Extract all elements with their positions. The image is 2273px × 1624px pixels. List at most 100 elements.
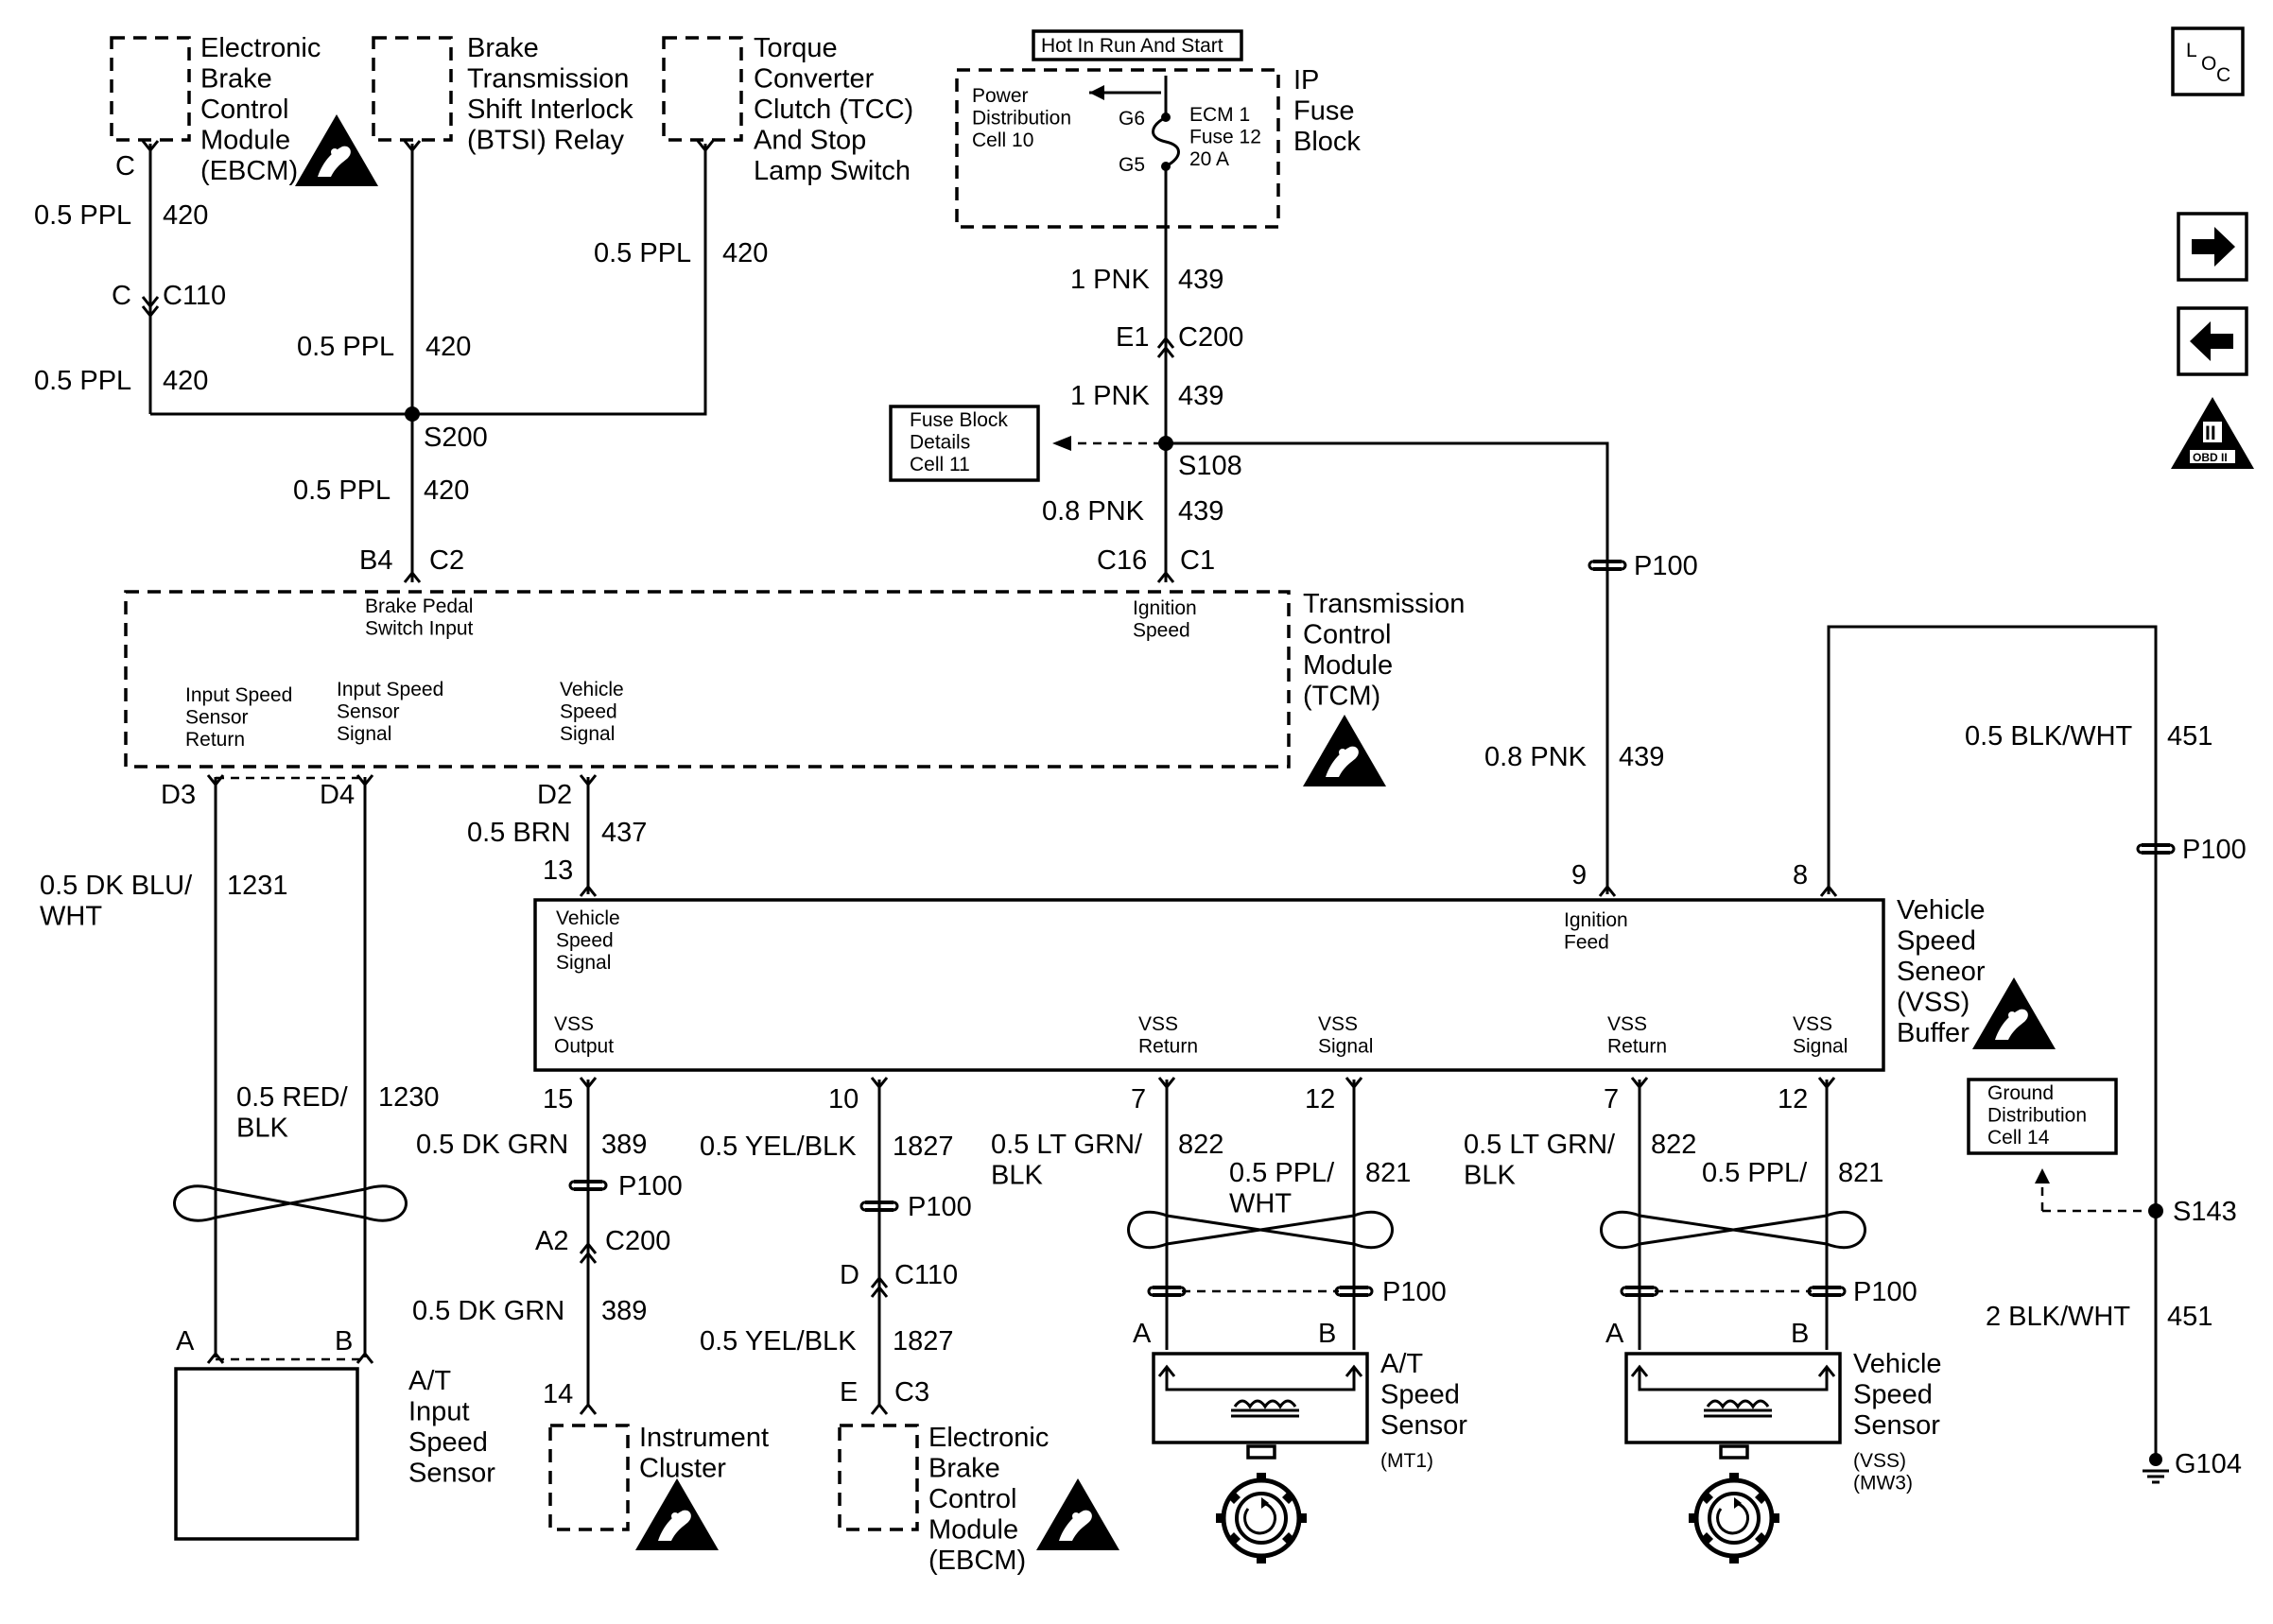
- wire-yelblk-b: 0.5 YEL/BLK: [700, 1326, 857, 1356]
- at-speed-code: (MT1): [1380, 1450, 1433, 1472]
- wire-08pnk-b: 0.8 PNK: [1484, 742, 1588, 772]
- c110-label: C110: [163, 281, 226, 311]
- wire-437: 437: [601, 818, 647, 848]
- pin-a-at: A: [1133, 1319, 1152, 1349]
- pin15-label: 15: [543, 1084, 573, 1114]
- wire-ppl-a: 0.5 PPL: [34, 200, 131, 231]
- wire-pplwht: 0.5 PPL/WHT: [1229, 1158, 1335, 1219]
- c3-label: C3: [894, 1377, 929, 1408]
- vss-sensor-code: (VSS)(MW3): [1853, 1450, 1913, 1494]
- wire-821-b: 821: [1838, 1158, 1883, 1188]
- pin9-label: 9: [1571, 860, 1587, 890]
- g6-label: G6: [1119, 108, 1145, 130]
- arrow-left-icon: [2190, 321, 2233, 361]
- wire-420-d: 420: [425, 332, 471, 362]
- e-label: E: [840, 1377, 858, 1408]
- wire-1231: 1231: [227, 871, 288, 901]
- g104-label: G104: [2175, 1449, 2242, 1479]
- s108-label: S108: [1178, 451, 1242, 481]
- wire-420-e: 420: [424, 475, 469, 506]
- wire-ppl-e: 0.5 PPL: [293, 475, 390, 506]
- s143-label: S143: [2173, 1197, 2237, 1227]
- pin10-label: 10: [828, 1084, 859, 1114]
- wire-1827-b: 1827: [893, 1326, 954, 1356]
- p100-label-c: P100: [618, 1171, 683, 1201]
- wire-ltgrn-b: 0.5 LT GRN/BLK: [1464, 1130, 1616, 1191]
- c200-label-b: C200: [605, 1226, 670, 1256]
- pin-b-vss: B: [1791, 1319, 1809, 1349]
- pin-b-at: B: [1318, 1319, 1336, 1349]
- d3-label: D3: [161, 780, 196, 810]
- a2-label: A2: [535, 1226, 568, 1256]
- pin7-label-b: 7: [1604, 1084, 1619, 1114]
- loc-icon[interactable]: L O C: [2171, 26, 2245, 96]
- b4-label: B4: [359, 545, 392, 576]
- arrow-right-icon: [2192, 227, 2235, 267]
- pin-a-input: A: [176, 1326, 195, 1356]
- d-label: D: [840, 1260, 859, 1290]
- wire-822-b: 822: [1651, 1130, 1696, 1160]
- pin12-label-a: 12: [1305, 1084, 1335, 1114]
- wire-451-b: 451: [2167, 1302, 2212, 1332]
- wire-blkwht-05: 0.5 BLK/WHT: [1965, 721, 2133, 752]
- c110-label-b: C110: [894, 1260, 958, 1290]
- c2-label: C2: [429, 545, 464, 576]
- wire-redblk: 0.5 RED/BLK: [236, 1082, 349, 1144]
- wire-08pnk-a: 0.8 PNK: [1042, 496, 1145, 527]
- d4-label: D4: [320, 780, 355, 810]
- p100-label-a: P100: [1634, 551, 1698, 581]
- wire-439-a: 439: [1178, 265, 1223, 295]
- esd-sensitive-icon: [1303, 715, 1386, 786]
- p100-label-f: P100: [1853, 1277, 1917, 1307]
- wire-ppl-slash: 0.5 PPL/: [1702, 1158, 1808, 1188]
- e1-label: E1: [1116, 322, 1149, 353]
- prev-page-button[interactable]: [2177, 306, 2248, 376]
- wire-dkgrn-b: 0.5 DK GRN: [412, 1296, 564, 1326]
- p100-label-e: P100: [1382, 1277, 1447, 1307]
- next-page-button[interactable]: [2177, 212, 2248, 282]
- c1-label: C1: [1180, 545, 1215, 576]
- wire-brn: 0.5 BRN: [467, 818, 571, 848]
- obd-ii-icon: II OBD II: [2171, 397, 2254, 469]
- wire-439-c: 439: [1178, 496, 1223, 527]
- wire-1pnk-a: 1 PNK: [1070, 265, 1150, 295]
- pin-b-input: B: [335, 1326, 353, 1356]
- c-label-ebcm: C: [115, 151, 135, 181]
- wire-420-b: 420: [163, 366, 208, 396]
- wire-blkwht-2: 2 BLK/WHT: [1986, 1302, 2130, 1332]
- wire-1230: 1230: [378, 1082, 440, 1113]
- wire-420-a: 420: [163, 200, 208, 231]
- loc-l: L: [2186, 40, 2197, 61]
- wire-yelblk-a: 0.5 YEL/BLK: [700, 1132, 857, 1162]
- pin13-label: 13: [543, 855, 573, 886]
- esd-sensitive-icon: [295, 114, 378, 186]
- pin12-label-b: 12: [1778, 1084, 1808, 1114]
- esd-sensitive-icon: [1972, 977, 2056, 1049]
- s200-label: S200: [424, 423, 488, 453]
